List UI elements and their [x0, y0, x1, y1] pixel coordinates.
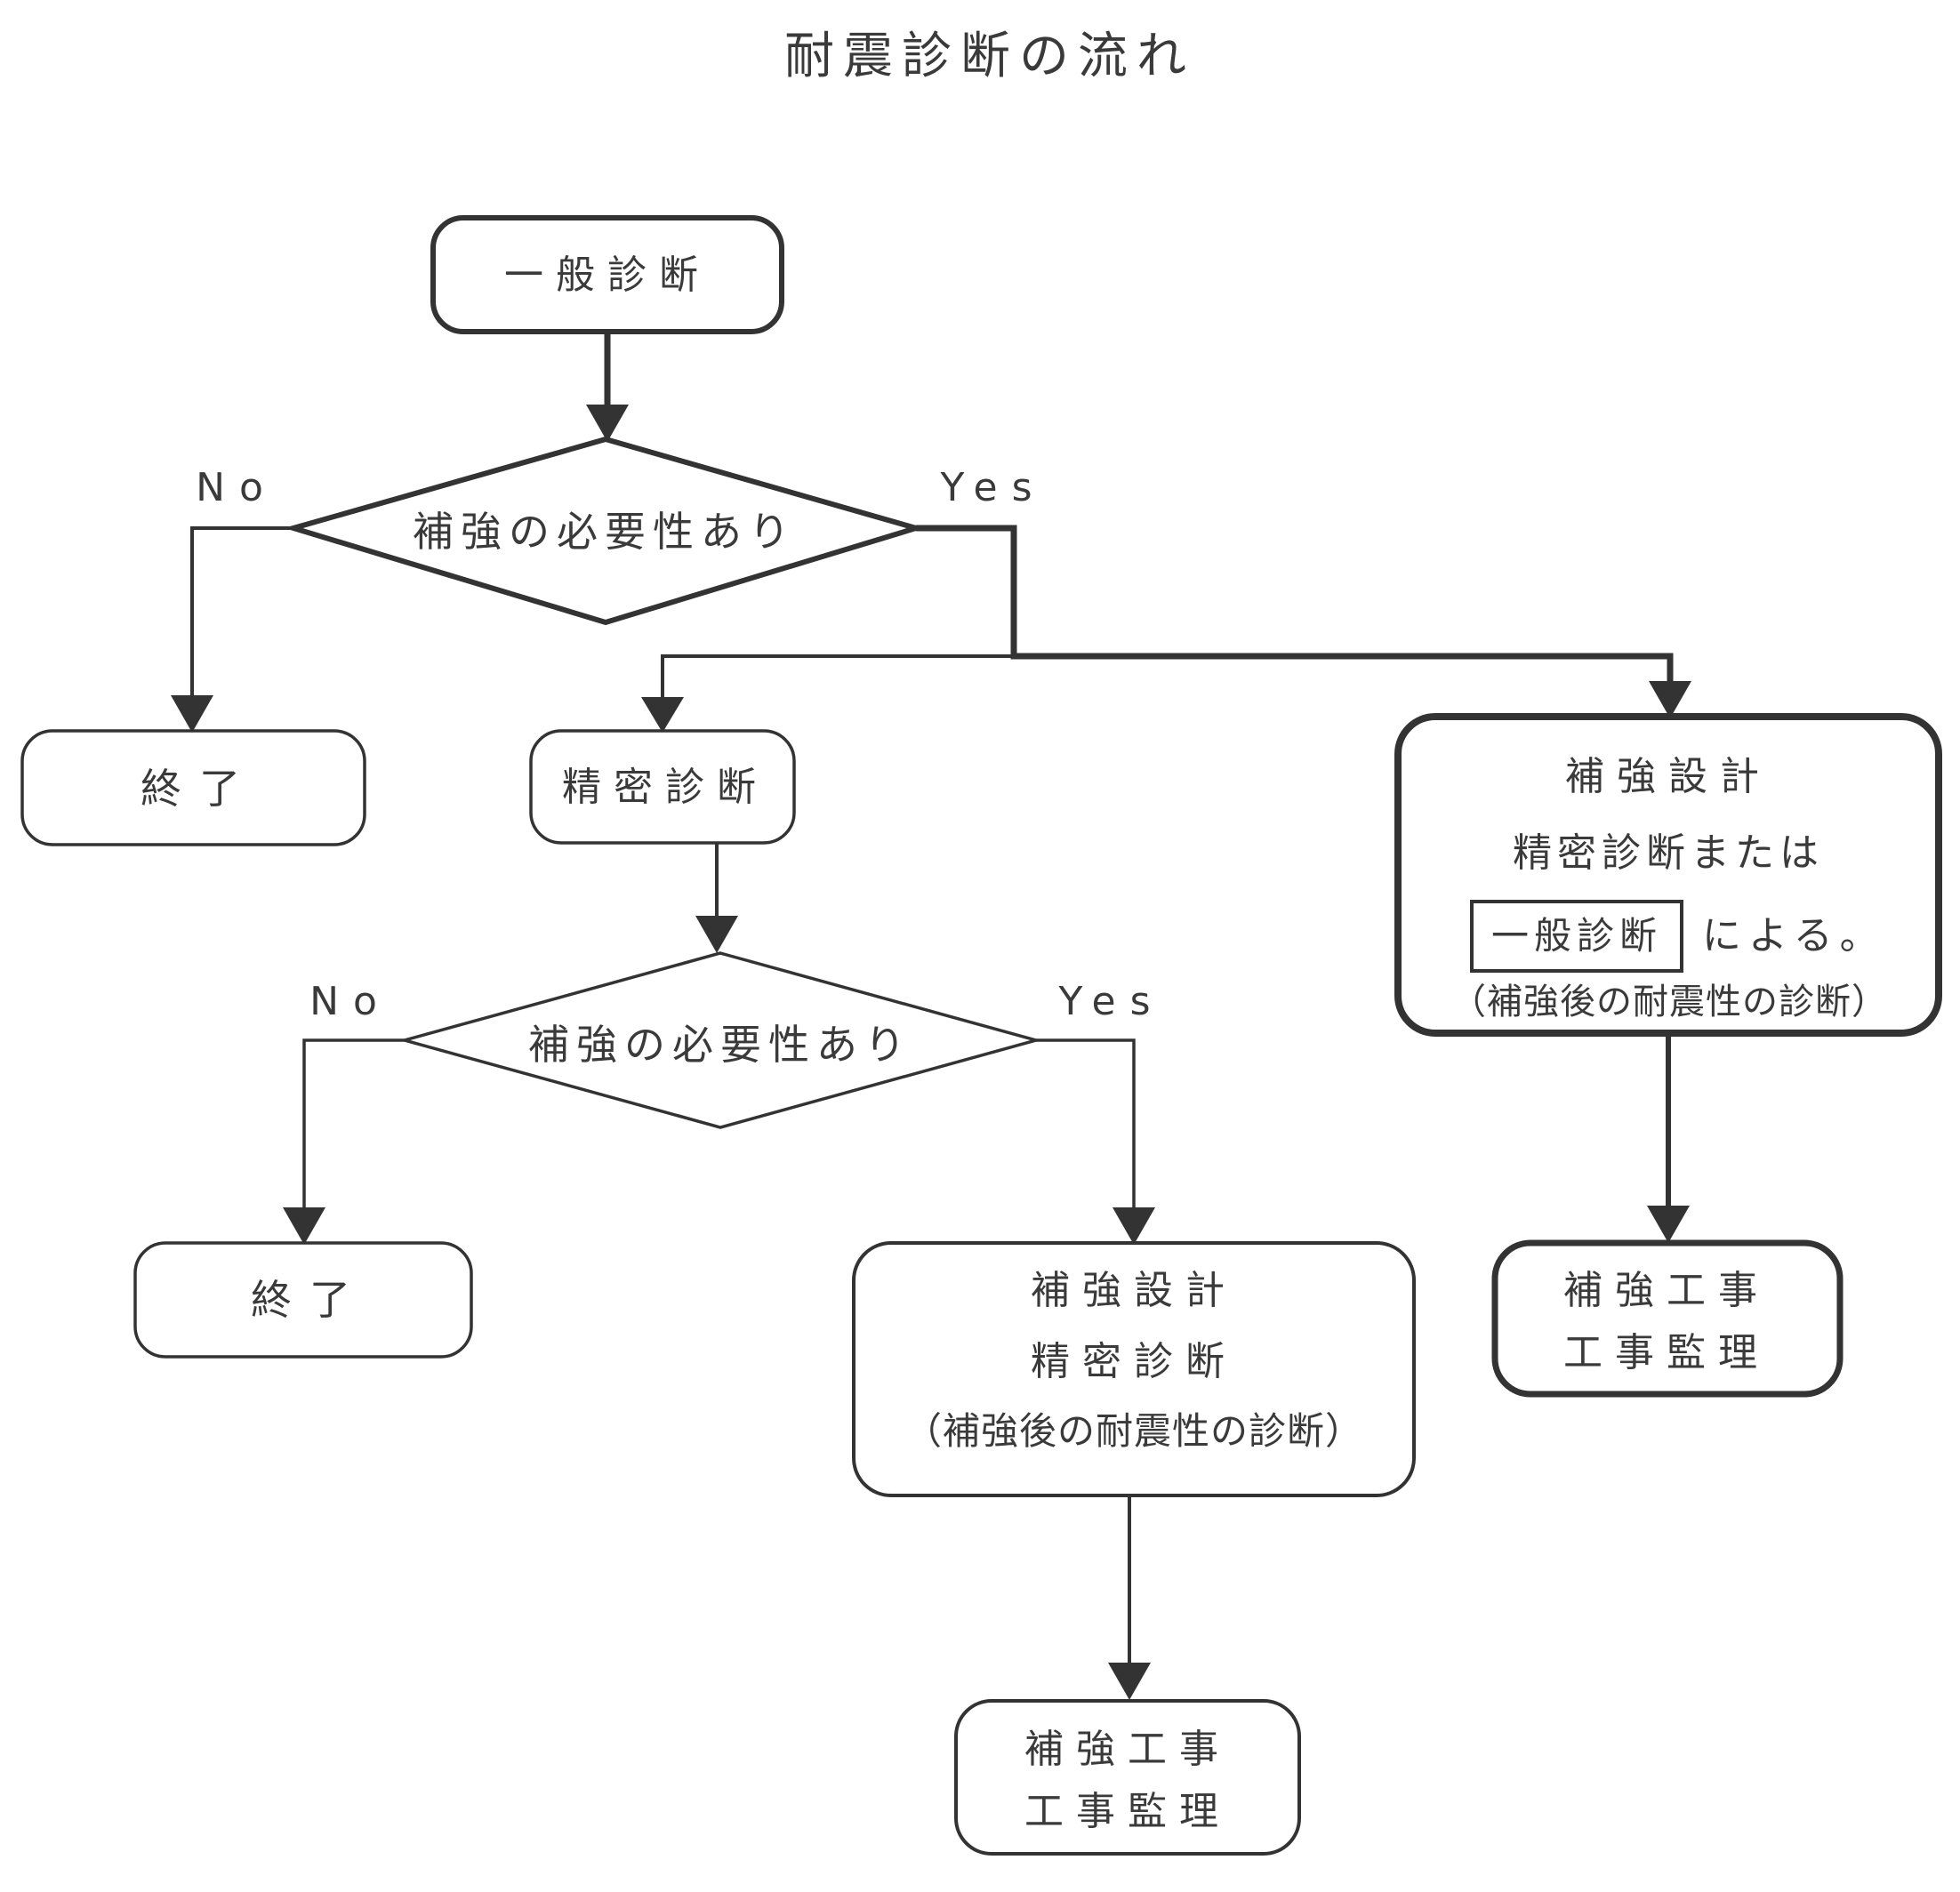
decision1-no-label: No [196, 465, 277, 510]
connector-decision1-yes [916, 525, 1674, 681]
decision1-yes-label: Yes [940, 465, 1047, 510]
connector-decision1-no [190, 526, 293, 695]
work-right-line2: 工事監理 [1563, 1330, 1770, 1375]
arrowhead-detailed-to-decision2 [695, 916, 738, 953]
reinforcement-design-mid-box [852, 1241, 1416, 1497]
arrowhead-start-to-decision1 [586, 405, 629, 442]
arrowhead-yes-to-detailed [641, 697, 684, 733]
work-right-line1: 補強工事 [1563, 1268, 1770, 1313]
arrowhead-decision2-no [283, 1207, 325, 1245]
end1-box [20, 729, 366, 846]
reinforcement-design-right-box [1394, 713, 1942, 1037]
general-diagnosis-box [430, 215, 784, 334]
arrowhead-yes-to-design-right [1649, 681, 1691, 718]
work-mid-box [954, 1699, 1301, 1856]
design-right-note: （補強後の耐震性の診断） [1450, 982, 1888, 1022]
arrowhead-decision1-no [171, 695, 213, 733]
general-diagnosis-ref-box: 一般診断 [1470, 900, 1683, 973]
decision2-question: 補強の必要性あり [528, 1021, 912, 1069]
detailed-diagnosis-box [529, 729, 796, 845]
arrowhead-decision2-yes [1113, 1207, 1155, 1245]
work-mid-line1: 補強工事 [1024, 1727, 1231, 1772]
work-mid-line2: 工事監理 [1024, 1789, 1231, 1834]
design-right-title: 補強設計 [1565, 754, 1771, 799]
work-right-box [1491, 1239, 1844, 1398]
decision1-question: 補強の必要性あり [413, 508, 797, 556]
decision2-yes-label: Yes [1058, 979, 1165, 1024]
connector-yes-to-detailed [661, 654, 1014, 697]
design-mid-title: 補強設計 [1031, 1268, 1237, 1313]
detailed-diagnosis-label: 精密診断 [562, 765, 768, 810]
page-title: 耐震診断の流れ [784, 28, 1195, 85]
general-diagnosis-label: 一般診断 [504, 253, 711, 298]
end1-label: 終了 [141, 765, 258, 813]
arrowhead-design-right-to-work-right [1647, 1206, 1690, 1243]
decision2-no-label: No [309, 979, 391, 1024]
design-right-boxed-term: 一般診断 [1490, 914, 1662, 958]
connector-decision2-no [302, 1038, 405, 1207]
design-right-method-suffix: による。 [1702, 913, 1886, 958]
end2-label: 終了 [251, 1276, 368, 1324]
end2-box [133, 1241, 473, 1359]
design-mid-line2: 精密診断 [1031, 1339, 1237, 1384]
arrowhead-design-mid-to-work-mid [1108, 1663, 1151, 1700]
design-mid-note: （補強後の耐震性の診断） [904, 1409, 1364, 1453]
connector-decision2-yes [1036, 1038, 1136, 1207]
design-right-method-prefix: 精密診断または [1513, 830, 1824, 876]
decision2-diamond [398, 951, 1042, 1129]
decision1-diamond [284, 436, 926, 626]
